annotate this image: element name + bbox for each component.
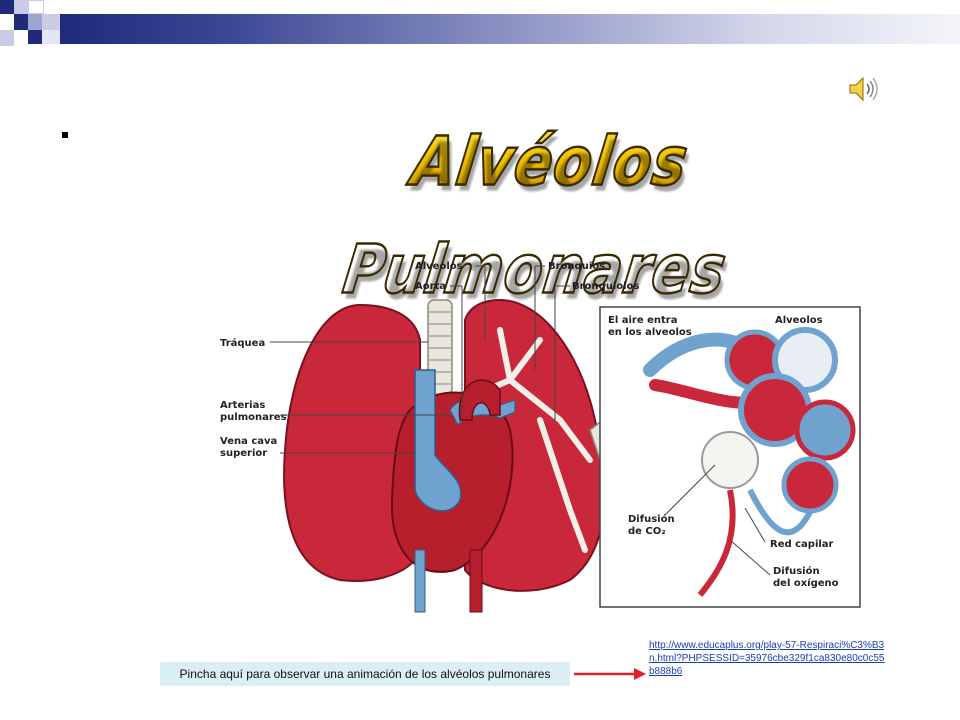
label-del-oxigeno: del oxígeno bbox=[773, 577, 839, 589]
label-superior: superior bbox=[220, 448, 267, 459]
vena-cava bbox=[414, 369, 462, 512]
aorta bbox=[458, 379, 501, 421]
deco-square bbox=[0, 0, 14, 14]
label-vena-cava: Vena cava bbox=[220, 436, 277, 447]
label-aorta: Aorta bbox=[415, 281, 446, 292]
alveoli-cluster bbox=[643, 327, 856, 597]
speaker-icon[interactable] bbox=[848, 74, 882, 104]
label-bronquiolos: Bronquiolos bbox=[572, 281, 639, 292]
label-alveolos-inset: Alveolos bbox=[775, 315, 823, 326]
deco-square bbox=[0, 30, 14, 46]
lung-alveoli-diagram: Alveolos Aorta Bronquios Bronquiolos Trá… bbox=[210, 250, 870, 615]
deco-square bbox=[28, 0, 44, 14]
label-en-los-alveolos: en los alveolos bbox=[608, 327, 692, 338]
deco-square bbox=[42, 14, 60, 30]
label-de-co2: de CO₂ bbox=[628, 526, 666, 537]
title-gradient-band bbox=[60, 14, 960, 44]
label-alveolos: Alveolos bbox=[415, 261, 463, 272]
arrow-right-icon bbox=[572, 664, 648, 684]
deco-square bbox=[42, 30, 60, 44]
label-red-capilar: Red capilar bbox=[770, 539, 834, 550]
label-pulmonares: pulmonares bbox=[220, 412, 287, 423]
left-lung bbox=[283, 303, 421, 582]
deco-square bbox=[14, 14, 28, 30]
label-traquea: Tráquea bbox=[220, 337, 265, 349]
deco-square bbox=[14, 0, 28, 14]
deco-square bbox=[28, 14, 42, 30]
bullet-point bbox=[62, 132, 68, 138]
deco-square bbox=[28, 30, 42, 44]
label-arterias: Arterias bbox=[220, 400, 265, 411]
label-difusion-o2: Difusión bbox=[773, 565, 820, 577]
descending-vein bbox=[414, 549, 426, 613]
animation-caption-button[interactable]: Pincha aquí para observar una animación … bbox=[160, 662, 570, 686]
label-difusion-co2: Difusión bbox=[628, 513, 675, 525]
slide-title: Alvéolos Pulmonares bbox=[292, 109, 807, 310]
label-bronquios: Bronquios bbox=[548, 261, 605, 272]
descending-aorta bbox=[469, 549, 483, 613]
top-decoration-bar bbox=[0, 0, 960, 60]
animation-link[interactable]: http://www.educaplus.org/play-57-Respira… bbox=[649, 640, 885, 677]
label-aire-entra: El aire entra bbox=[608, 315, 677, 326]
